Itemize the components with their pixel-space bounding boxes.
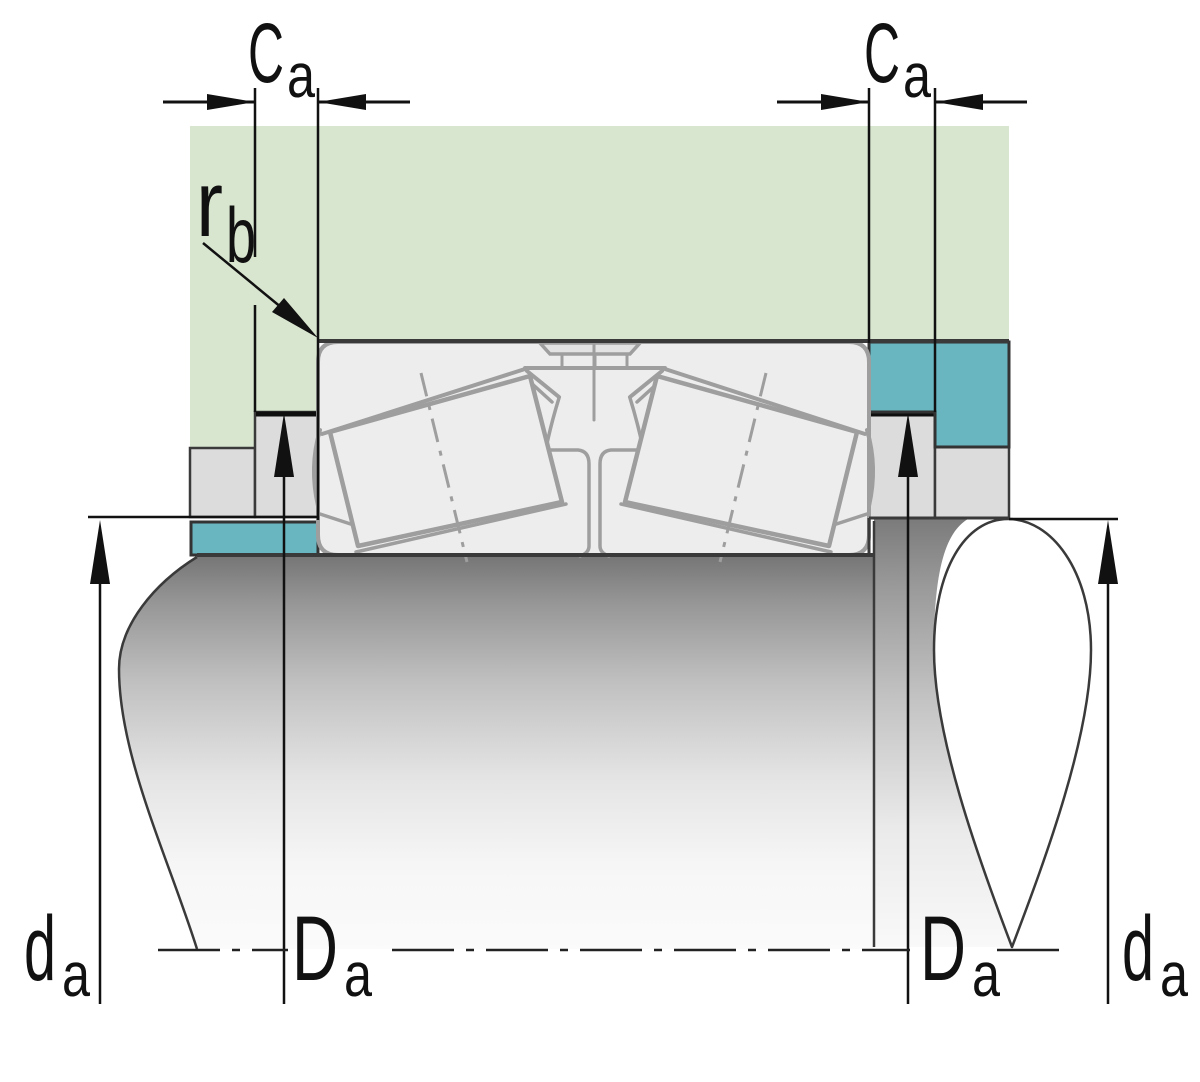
housing-ring-left-outer	[188, 446, 257, 519]
arrowhead-ca-right-1	[821, 94, 869, 110]
arrowhead-Da-left	[274, 413, 294, 477]
arrowhead-rb	[272, 298, 318, 338]
label-Da-left-main: D	[292, 898, 338, 1000]
bearing	[311, 340, 876, 563]
shaft-ring-teal-left	[189, 520, 320, 557]
shaft	[117, 517, 1093, 950]
roller-right	[622, 373, 860, 549]
arrowhead-ca-right-2	[935, 94, 983, 110]
leader-rb	[202, 242, 283, 309]
housing-ring-right-outer	[933, 445, 1011, 520]
label-Da-left-sub: a	[344, 941, 372, 1010]
housing-block	[190, 126, 1009, 448]
label-rb-main: r	[196, 151, 223, 256]
cage-trapezoid	[536, 341, 644, 356]
arrowhead-ca-left-2	[318, 94, 366, 110]
shaft-body	[119, 555, 874, 949]
arrowhead-da-left	[90, 520, 110, 584]
label-rb-sub: b	[226, 191, 256, 279]
label-da-left-main: d	[24, 898, 56, 1000]
label-ca-right-sub: a	[903, 42, 931, 111]
roller-axis-right	[718, 372, 768, 563]
cage-bar-left-1	[525, 369, 561, 399]
label-ca-left-main: C	[248, 6, 284, 100]
label-Da-right-main: D	[920, 898, 966, 1000]
inner-raceway-right	[619, 502, 833, 554]
inner-ring-face-right	[865, 428, 876, 508]
label-da-right-sub: a	[1160, 941, 1188, 1010]
labels: C a C a r b d a D a D a d a	[24, 6, 1188, 1010]
label-Da-right-sub: a	[972, 941, 1000, 1010]
shaft-break-curve-left	[117, 555, 199, 950]
boundary-lines	[197, 339, 1009, 557]
roller-axis-left	[419, 372, 469, 563]
arrowhead-ca-left-1	[207, 94, 255, 110]
roller-left	[327, 373, 565, 549]
label-ca-left-sub: a	[287, 42, 315, 111]
arrowhead-da-right	[1098, 520, 1118, 584]
dimensions	[88, 88, 1118, 1004]
inner-raceway-left	[354, 502, 568, 554]
label-da-right-main: d	[1122, 898, 1154, 1000]
label-da-left-sub: a	[62, 941, 90, 1010]
arrowhead-Da-right	[898, 413, 918, 477]
label-ca-right-main: C	[864, 6, 900, 100]
